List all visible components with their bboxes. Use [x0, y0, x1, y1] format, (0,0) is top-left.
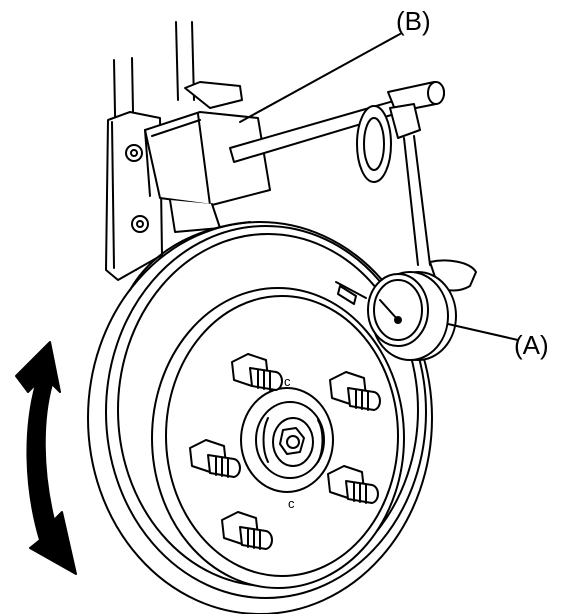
leader-line-a: [447, 323, 519, 341]
brake-caliper: [144, 81, 271, 233]
wheel-stud-5: [221, 511, 273, 550]
gauge-stand-bar: [229, 81, 477, 292]
leader-line-b: [239, 33, 401, 123]
dial-gauge: [335, 271, 457, 361]
rotation-arrow-icon: [15, 341, 77, 575]
wheel-stud-2: [329, 371, 381, 411]
label-b: (B): [396, 6, 431, 36]
steering-knuckle: [105, 21, 195, 281]
wheel-stud-3: [189, 439, 241, 478]
wheel-stud-4: [327, 465, 379, 504]
label-c-upper: c: [284, 374, 291, 389]
wheel-stud-1: [231, 353, 283, 391]
label-a: (A): [514, 330, 549, 360]
label-c-lower: c: [288, 496, 295, 511]
wheel-hub: [151, 287, 405, 589]
